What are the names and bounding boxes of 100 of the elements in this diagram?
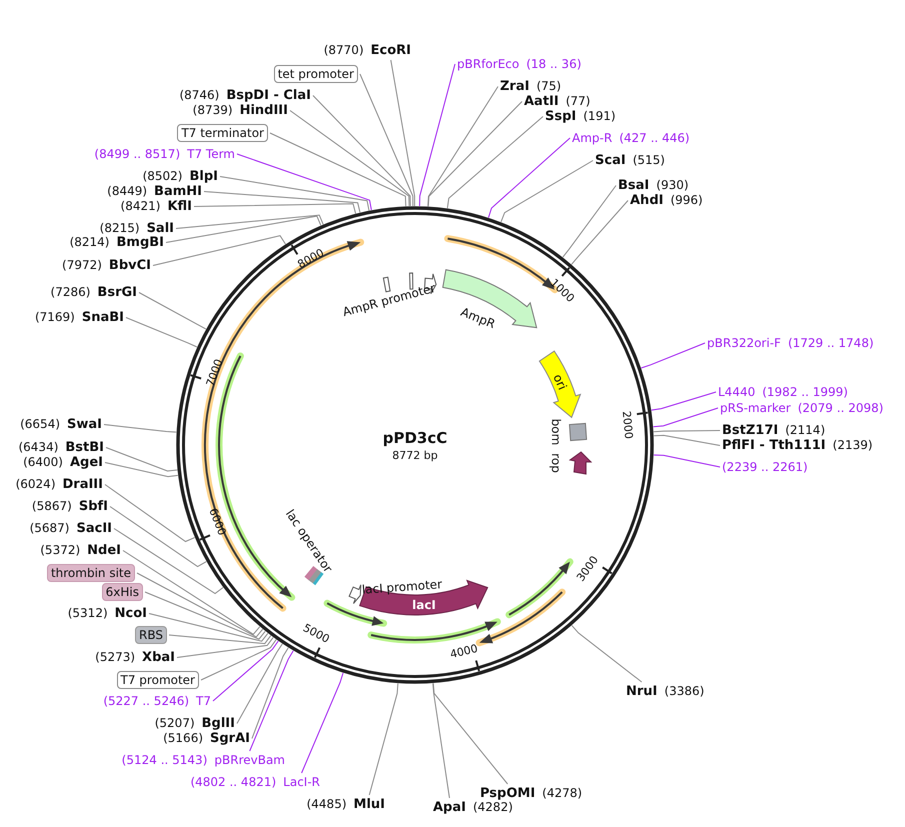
- tick-label: 8000: [296, 246, 326, 272]
- leader-line: [110, 506, 207, 568]
- restriction-site-label: SspI (191): [545, 108, 616, 125]
- tick-label: 4000: [449, 643, 480, 662]
- restriction-site-label: (6654) SwaI: [20, 416, 102, 433]
- restriction-site-label: (6024) DraIII: [16, 476, 103, 493]
- restriction-site-label: (5312) NcoI: [68, 605, 147, 622]
- leader-line: [152, 235, 286, 266]
- tick-label: 2000: [620, 410, 634, 440]
- restriction-site-label: (5372) NdeI: [40, 542, 121, 559]
- leader-line: [122, 550, 260, 635]
- restriction-site-label: (8421) KflI: [120, 198, 192, 215]
- restriction-site-label: BstZ17I (2114): [722, 422, 826, 439]
- leader-line: [176, 214, 324, 229]
- leader-line: [488, 138, 570, 218]
- restriction-site-label: AatII (77): [524, 93, 590, 110]
- primer-label: Amp-R (427 .. 446): [572, 130, 690, 146]
- feature-label: lacI promoter: [361, 577, 443, 597]
- leader-line: [194, 203, 356, 214]
- leader-line: [106, 447, 178, 472]
- restriction-site-label: (8770) EcoRI: [324, 42, 411, 59]
- leader-line: [650, 392, 716, 411]
- feature-label: ori: [550, 372, 570, 392]
- restriction-site-label: (8739) HindIII: [192, 102, 288, 119]
- feature-tag: tet promoter: [274, 65, 358, 83]
- tick-label: 6000: [206, 506, 228, 538]
- leader-line: [166, 216, 322, 243]
- feature-tag: thrombin site: [46, 564, 135, 582]
- leader-line: [290, 110, 410, 207]
- leader-line: [562, 185, 616, 258]
- leader-line: [446, 116, 544, 209]
- plasmid-name: pPD3cC: [382, 429, 448, 447]
- restriction-site-label: (5867) SbfI: [32, 498, 108, 515]
- primer-label: pBRforEco (18 .. 36): [457, 56, 582, 72]
- leader-line: [104, 424, 177, 433]
- leader-line: [212, 640, 279, 702]
- leader-line: [427, 86, 498, 207]
- primer-label: (4802 .. 4821) LacI-R: [190, 774, 320, 790]
- primer-label: (5227 .. 5246) T7: [103, 693, 211, 709]
- restriction-site-label: (7286) BsrGI: [50, 284, 137, 301]
- restriction-site-label: (5166) SgrAI: [163, 730, 250, 747]
- leader-line: [104, 462, 178, 478]
- leader-line: [500, 160, 594, 222]
- restriction-site-label: (5687) SacII: [30, 520, 112, 537]
- leader-line: [136, 572, 264, 638]
- restriction-site-label: AhdI (996): [630, 192, 703, 209]
- tick-label: 5000: [300, 622, 332, 646]
- feature-tag: T7 promoter: [116, 671, 199, 689]
- restriction-site-label: BsaI (930): [618, 177, 689, 194]
- plasmid-size: 8772 bp: [392, 450, 438, 462]
- leader-line: [236, 643, 283, 724]
- leader-line: [368, 682, 398, 796]
- leader-line: [432, 682, 508, 784]
- feature-label: lacI: [412, 598, 436, 612]
- restriction-site-label: (8502) BlpI: [142, 168, 218, 185]
- restriction-site-label: (7972) BbvCI: [62, 257, 151, 274]
- restriction-site-label: ZraI (75): [500, 78, 562, 95]
- primer-label: (5124 .. 5143) pBRrevBam: [122, 752, 285, 768]
- leader-line: [652, 408, 718, 428]
- primer-label: pRS-marker (2079 .. 2098): [720, 400, 884, 416]
- primer-label: L4440 (1982 .. 1999): [718, 384, 848, 400]
- restriction-site-label: (8449) BamHI: [107, 183, 202, 200]
- restriction-site-label: (7169) SnaBI: [34, 309, 124, 326]
- restriction-site-label: ScaI (515): [595, 152, 665, 169]
- leader-line: [653, 430, 720, 432]
- leader-line: [252, 647, 289, 739]
- leader-line: [653, 454, 720, 468]
- restriction-site-label: (6434) BstBI: [18, 439, 104, 456]
- leader-line: [390, 60, 416, 206]
- leader-line: [312, 95, 411, 206]
- leader-line: [249, 650, 294, 752]
- primer-label: pBR322ori-F (1729 .. 1748): [707, 335, 874, 351]
- leader-line: [428, 101, 522, 207]
- leader-line: [114, 528, 224, 594]
- feature-tag: T7 terminator: [177, 124, 268, 142]
- restriction-site-label: (8215) SalI: [100, 220, 174, 237]
- restriction-site-label: (5273) XbaI: [95, 649, 175, 666]
- leader-line: [236, 154, 372, 210]
- leader-line: [432, 682, 450, 798]
- leader-line: [571, 624, 642, 682]
- restriction-site-label: (5207) BglII: [154, 715, 235, 732]
- restriction-site-label: (8214) BmgBI: [70, 234, 164, 251]
- leader-line: [126, 317, 198, 348]
- leader-line: [640, 342, 706, 368]
- leader-line: [168, 634, 272, 644]
- leader-line: [419, 64, 456, 206]
- primer-label: (8499 .. 8517) T7 Term: [94, 146, 235, 162]
- leader-line: [176, 636, 274, 658]
- restriction-site-label: ApaI (4282): [433, 799, 513, 816]
- restriction-site-label: PspOMI (4278): [480, 785, 582, 802]
- feature-label: bom: [549, 418, 563, 446]
- primer-label: (2239 .. 2261): [722, 459, 808, 475]
- restriction-site-label: (6400) AgeI: [23, 454, 103, 471]
- leader-line: [200, 639, 277, 680]
- leader-line: [360, 74, 414, 206]
- feature-label: rop: [549, 453, 563, 473]
- leader-line: [144, 592, 266, 640]
- tick-label: 7000: [204, 358, 225, 388]
- restriction-site-label: (4485) MluI: [306, 796, 385, 813]
- restriction-site-label: PflFI - Tth111I (2139): [722, 437, 873, 454]
